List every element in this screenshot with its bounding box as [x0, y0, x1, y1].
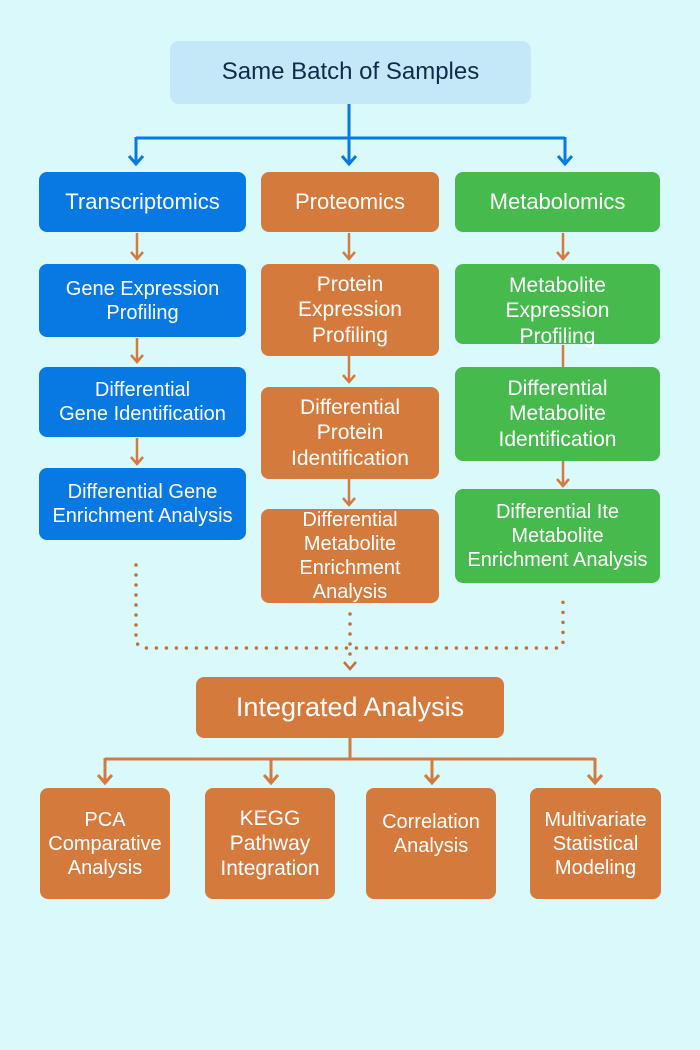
- transcriptomics-step-1: Gene Expression Profiling: [39, 264, 246, 337]
- output-kegg-label: KEGG Pathway Integration: [220, 806, 320, 881]
- metabolomics-step-2: Differential Metabolite Identification: [455, 367, 660, 461]
- output-correlation: Correlation Analysis: [366, 788, 496, 899]
- output-kegg: KEGG Pathway Integration: [205, 788, 335, 899]
- output-multivariate-label: Multivariate Statistical Modeling: [544, 808, 647, 879]
- metabolomics-step-1: Metabolite Expression Profiling: [455, 264, 660, 348]
- metabolomics-header: Metabolomics: [455, 172, 660, 232]
- transcriptomics-header-label: Transcriptomics: [65, 188, 220, 214]
- merge-dotted-lines: [134, 563, 565, 666]
- source-fanout-arrows: [127, 104, 574, 167]
- proteomics-step-3-label: Differential Metabolite Enrichment Analy…: [299, 509, 401, 603]
- proteomics-step-1-label: Protein Expression Profiling: [298, 273, 402, 347]
- output-pca: PCA Comparative Analysis: [40, 788, 170, 899]
- metabolomics-step-3-label: Differential Ite Metabolite Enrichment A…: [467, 501, 648, 571]
- proteomics-header-label: Proteomics: [294, 188, 406, 214]
- proteomics-step-2: Differential Protein Identification: [261, 387, 439, 479]
- column-step-arrows: [130, 233, 570, 507]
- metabolomics-step-1-label: Metabolite Expression Profiling: [505, 274, 610, 348]
- transcriptomics-step-3-label: Differential Gene Enrichment Analysis: [52, 481, 233, 527]
- output-correlation-label: Correlation Analysis: [382, 810, 480, 857]
- transcriptomics-header: Transcriptomics: [39, 172, 246, 232]
- output-multivariate: Multivariate Statistical Modeling: [530, 788, 661, 899]
- metabolomics-step-2-label: Differential Metabolite Identification: [498, 377, 617, 451]
- transcriptomics-step-2-label: Differential Gene Identification: [59, 379, 226, 425]
- proteomics-step-3: Differential Metabolite Enrichment Analy…: [261, 509, 439, 603]
- transcriptomics-step-3: Differential Gene Enrichment Analysis: [39, 468, 246, 540]
- proteomics-step-1: Protein Expression Profiling: [261, 264, 439, 356]
- transcriptomics-step-2: Differential Gene Identification: [39, 367, 246, 437]
- proteomics-header: Proteomics: [261, 172, 439, 232]
- transcriptomics-step-1-label: Gene Expression Profiling: [65, 277, 220, 324]
- output-pca-label: PCA Comparative Analysis: [48, 808, 162, 879]
- integrated-analysis-node: Integrated Analysis: [196, 677, 504, 738]
- source-node: Same Batch of Samples: [170, 41, 531, 104]
- metabolomics-header-label: Metabolomics: [489, 188, 626, 214]
- proteomics-step-2-label: Differential Protein Identification: [291, 396, 409, 470]
- integrated-analysis-label: Integrated Analysis: [235, 692, 465, 723]
- metabolomics-step-3: Differential Ite Metabolite Enrichment A…: [455, 489, 660, 583]
- output-fanout-arrows: [96, 738, 604, 786]
- merge-arrowhead: [343, 661, 357, 671]
- source-label: Same Batch of Samples: [221, 58, 480, 86]
